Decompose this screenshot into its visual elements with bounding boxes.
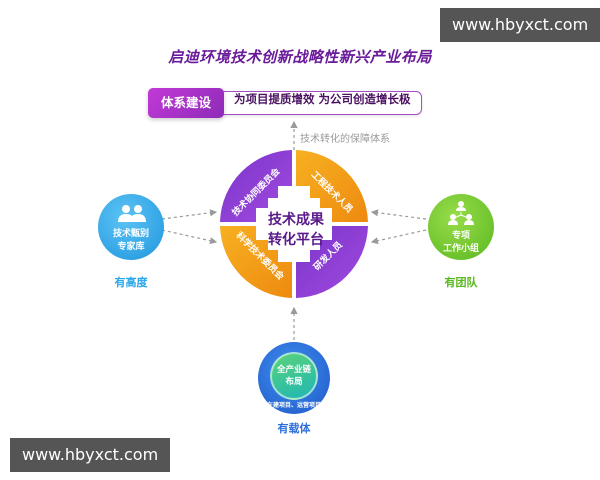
banner-box <box>206 91 422 115</box>
users-icon <box>118 205 146 222</box>
expert-pool-node: 技术甄别 专家库 <box>98 194 164 260</box>
segment-tech-coordination <box>220 150 292 222</box>
diagram-title: 启迪环境技术创新战略性新兴产业布局 <box>168 48 432 66</box>
system-building-banner: 为项目提质增效 为公司创造增长极 体系建设 <box>148 88 424 118</box>
tech-platform-ring: 技术协同委员会 工程技术人员 研发人员 科学技术委员会 <box>220 150 368 298</box>
expert-pool-line1: 技术甄别 <box>112 229 149 239</box>
segment-rd-staff <box>296 226 368 298</box>
expert-pool-line2: 专家库 <box>117 242 145 252</box>
team-icon <box>448 201 474 225</box>
banner-tag: 体系建设 <box>148 88 224 118</box>
center-title-line1: 技术成果 <box>268 212 324 228</box>
watermark-bottom-left: www.hbyxct.com <box>10 438 171 472</box>
caption-carrier: 有载体 <box>277 422 311 435</box>
industry-chain-ring-text: 在建项目、运营项目 <box>266 402 321 409</box>
industry-chain-node: 全产业链 布局 在建项目、运营项目 <box>258 342 330 414</box>
caption-height: 有高度 <box>114 276 148 289</box>
special-team-line1: 专项 <box>451 231 470 241</box>
center-title: 技术成果 转化平台 <box>256 210 336 250</box>
industry-chain-line2: 布局 <box>285 377 303 387</box>
caption-team: 有团队 <box>444 276 478 289</box>
banner-text: 为项目提质增效 为公司创造增长极 <box>234 92 411 106</box>
center-title-line2: 转化平台 <box>268 232 324 248</box>
segment-science-committee <box>220 226 292 298</box>
industry-chain-inner: 全产业链 布局 <box>270 352 318 400</box>
guarantee-label: 技术转化的保障体系 <box>300 134 390 145</box>
segment-engineering-staff <box>296 150 368 222</box>
watermark-top-right: www.hbyxct.com <box>440 8 600 42</box>
special-team-node: 专项 工作小组 <box>428 194 494 260</box>
special-team-line2: 工作小组 <box>442 244 479 254</box>
industry-chain-line1: 全产业链 <box>276 365 311 375</box>
